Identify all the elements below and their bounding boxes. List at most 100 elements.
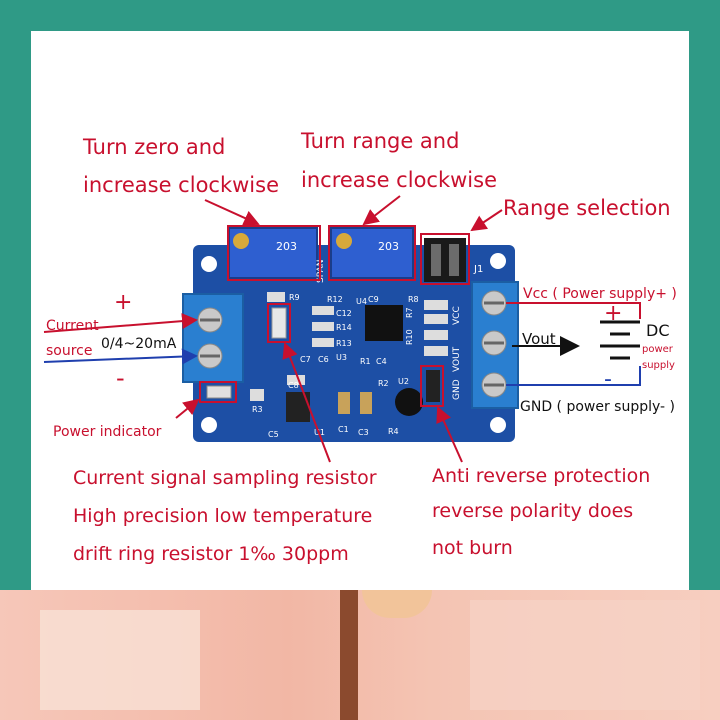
background-photo-strip <box>0 590 720 720</box>
r10-resistor <box>424 330 448 340</box>
silk-c4: C4 <box>376 357 387 366</box>
background-box <box>470 600 700 710</box>
silk-r1: R1 <box>360 357 371 366</box>
current-source-line1: Current <box>46 318 99 334</box>
turn-zero-line2: increase clockwise <box>83 173 279 197</box>
silk-u2: U2 <box>398 377 409 386</box>
silk-r2: R2 <box>378 379 389 388</box>
background-cylinder <box>362 590 432 618</box>
svg-text:203: 203 <box>276 240 297 253</box>
turn-range-line2: increase clockwise <box>301 168 497 192</box>
power-supply-line1: power <box>642 344 674 355</box>
pcb-board: 203 203 SPAN J1 <box>182 227 519 442</box>
dc-minus-label: - <box>604 367 612 392</box>
range-potentiometer[interactable]: 203 <box>330 227 414 279</box>
silk-vcc: VCC <box>452 306 462 325</box>
diode-highlight <box>420 365 444 407</box>
j1-label: J1 <box>473 264 483 275</box>
silk-r13: R13 <box>336 339 352 348</box>
vcc-line <box>506 302 641 319</box>
dc-battery-symbol <box>600 320 640 360</box>
c3-capacitor <box>360 392 372 414</box>
turn-zero-line1: Turn zero and <box>82 135 225 159</box>
silk-c7: C7 <box>300 355 311 364</box>
gnd-line <box>506 366 641 386</box>
dc-label: DC <box>646 321 670 340</box>
sampling-line1: Current signal sampling resistor <box>73 467 377 489</box>
range-selection-label: Range selection <box>503 196 671 220</box>
anti-reverse-line1: Anti reverse protection <box>432 465 650 487</box>
power-indicator-label: Power indicator <box>53 424 162 440</box>
background-post <box>340 590 358 720</box>
sampling-resistor <box>271 307 287 339</box>
power-led <box>206 385 232 399</box>
silk-r10: R10 <box>405 329 414 345</box>
silk-vout: VOUT <box>452 346 462 372</box>
silk-c9: C9 <box>368 295 379 304</box>
input-minus-label: - <box>116 364 125 392</box>
r3-resistor <box>250 389 264 401</box>
mount-hole <box>201 256 217 272</box>
mount-hole <box>490 253 506 269</box>
protection-arrow <box>436 406 463 463</box>
silk-r12: R12 <box>327 295 343 304</box>
sampling-arrow <box>282 342 331 463</box>
protection-diode <box>426 370 440 402</box>
r9-resistor <box>267 292 285 302</box>
sampling-line3: drift ring resistor 1‰ 30ppm <box>73 543 349 565</box>
input-plus-label: + <box>114 290 132 315</box>
power-led-highlight <box>199 381 237 403</box>
turn-range-line1: Turn range and <box>300 129 459 153</box>
vout-label: Vout <box>522 330 556 348</box>
jumper-highlight <box>420 233 470 285</box>
silk-r9: R9 <box>289 293 300 302</box>
silk-c1: C1 <box>338 425 349 434</box>
silk-r7: R7 <box>405 307 414 318</box>
output-terminal-block[interactable] <box>471 281 519 409</box>
silk-c12: C12 <box>336 309 352 318</box>
silk-r8: R8 <box>408 295 419 304</box>
mount-hole <box>201 417 217 433</box>
range-jumper-header[interactable] <box>424 238 466 282</box>
input-plus-line <box>43 313 198 333</box>
u2-transistor <box>395 388 423 416</box>
silk-c6: C6 <box>318 355 329 364</box>
u1-chip <box>286 392 310 422</box>
anti-reverse-line2: reverse polarity does <box>432 500 633 522</box>
silk-u4: U4 <box>356 297 367 306</box>
input-terminal-block[interactable] <box>182 293 244 383</box>
silk-c3: C3 <box>358 428 369 437</box>
c8-capacitor <box>287 375 305 385</box>
silk-c5: C5 <box>268 430 279 439</box>
r14-resistor <box>312 322 334 331</box>
silk-r14: R14 <box>336 323 352 332</box>
c1-capacitor <box>338 392 350 414</box>
power-indicator-arrow <box>175 398 200 419</box>
vcc-label: Vcc ( Power supply+ ) <box>523 286 677 302</box>
sampling-resistor-highlight <box>267 303 291 343</box>
c10-capacitor <box>424 346 448 356</box>
r13-resistor <box>312 338 334 347</box>
svg-text:203: 203 <box>378 240 399 253</box>
zero-potentiometer[interactable]: 203 <box>228 227 318 279</box>
dc-plus-label: + <box>604 301 622 326</box>
anti-reverse-line3: not burn <box>432 537 513 559</box>
r6-resistor <box>424 300 448 310</box>
mount-hole <box>490 417 506 433</box>
sampling-line2: High precision low temperature <box>73 505 372 527</box>
c12-capacitor <box>312 306 334 315</box>
current-source-line2: source <box>46 343 93 359</box>
current-range-label: 0/4~20mA <box>101 336 177 352</box>
silkscreen-labels: R9 R12 C9 R8 VCC C12 R14 U4 R13 R7 R10 V… <box>252 293 462 439</box>
r5-resistor <box>424 314 448 324</box>
zero-arrow <box>204 199 260 226</box>
silk-r4: R4 <box>388 427 399 436</box>
zero-pot-highlight <box>227 225 321 281</box>
silk-c8: C8 <box>288 381 299 390</box>
range-arrow <box>362 195 401 226</box>
power-supply-line2: supply <box>642 360 675 371</box>
annotation-text: Turn zero and increase clockwise Turn ra… <box>46 129 677 565</box>
gnd-label: GND ( power supply- ) <box>520 399 675 415</box>
